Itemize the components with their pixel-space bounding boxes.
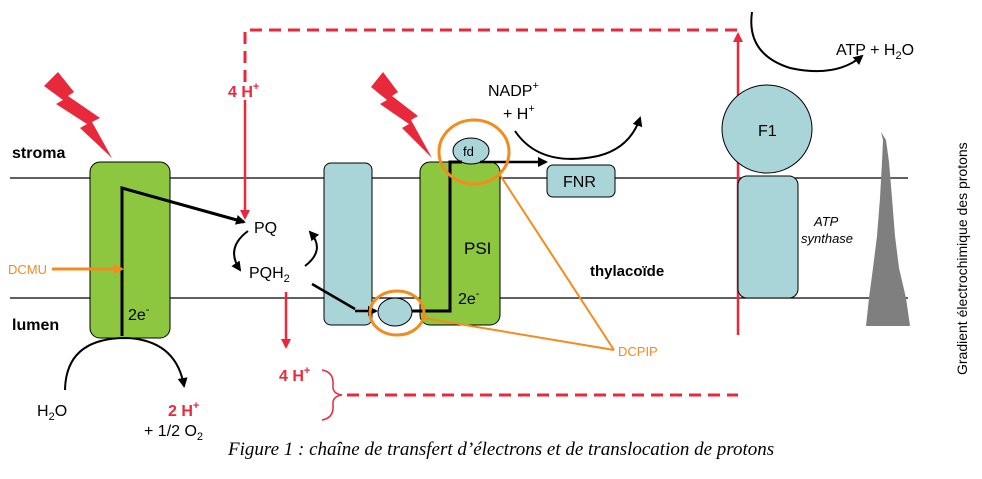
lumen-label: lumen — [12, 317, 59, 334]
atp-h2o-label: ATP + H2O — [836, 42, 914, 62]
psi-electrons-label: 2e- — [458, 288, 480, 308]
dcpip-line-fd — [499, 174, 615, 351]
pq-cycle-right-arrow — [304, 230, 320, 267]
plastocyanin — [377, 297, 413, 327]
atp-synthase-label-2: synthase — [801, 231, 853, 246]
proton-gradient-shape — [866, 132, 910, 326]
fnr-enzyme — [546, 164, 616, 198]
dcpip-label: DCPIP — [618, 344, 658, 359]
figure-caption: Figure 1 : chaîne de transfert d’électro… — [228, 439, 775, 460]
gradient-side-label-box: Gradient électrochimique des protons — [954, 142, 970, 375]
cytochrome-complex — [323, 162, 373, 326]
f1-label: F1 — [758, 123, 777, 140]
electron-arrow-pqh2-to-cyt — [311, 282, 356, 311]
psii-electrons-label: 2e- — [128, 304, 150, 324]
atp-synthesis-arc — [750, 11, 864, 73]
lightning-psi-icon — [371, 72, 432, 158]
dcpip-line-pc — [422, 317, 615, 351]
oxygen-released-label: + 1/2 O2 — [144, 423, 203, 443]
thylakoid-label: thylacoïde — [590, 263, 664, 280]
fnr-label: FNR — [563, 174, 596, 191]
lightning-psii-icon — [44, 72, 112, 158]
atp-synthase-stalk — [737, 175, 799, 299]
proton-path-top-dashed — [243, 28, 740, 82]
protons-released-label: 2 H+ — [168, 400, 199, 420]
pqh2-label: PQH2 — [249, 265, 290, 285]
dcmu-label: DCMU — [8, 262, 47, 277]
ferredoxin — [452, 137, 490, 165]
nadp-proton-label: + H+ — [503, 103, 535, 123]
water-oxidation-arc — [64, 336, 188, 391]
pq-cycle-left-arrow — [231, 230, 249, 272]
atp-synthase-label-1: ATP — [813, 214, 839, 229]
electron-path-psii — [120, 186, 246, 336]
nadp-reduction-arc — [514, 116, 643, 160]
protons-stroma-label: 4 H+ — [228, 81, 259, 101]
dcpip-circle-pc — [368, 289, 426, 337]
protons-lumen-label: 4 H+ — [279, 365, 310, 385]
f1-head — [721, 84, 813, 174]
electron-path-psi — [412, 160, 462, 313]
psi-label: PSI — [464, 239, 491, 258]
dcpip-circle-fd — [437, 118, 511, 186]
gradient-side-label: Gradient électrochimique des protons — [954, 142, 970, 375]
fd-label: fd — [463, 144, 474, 159]
h2o-label: H2O — [37, 403, 67, 423]
nadp-label: NADP+ — [488, 80, 539, 100]
stroma-label: stroma — [12, 145, 65, 162]
pq-label: PQ — [254, 220, 277, 237]
proton-brace — [321, 369, 343, 421]
